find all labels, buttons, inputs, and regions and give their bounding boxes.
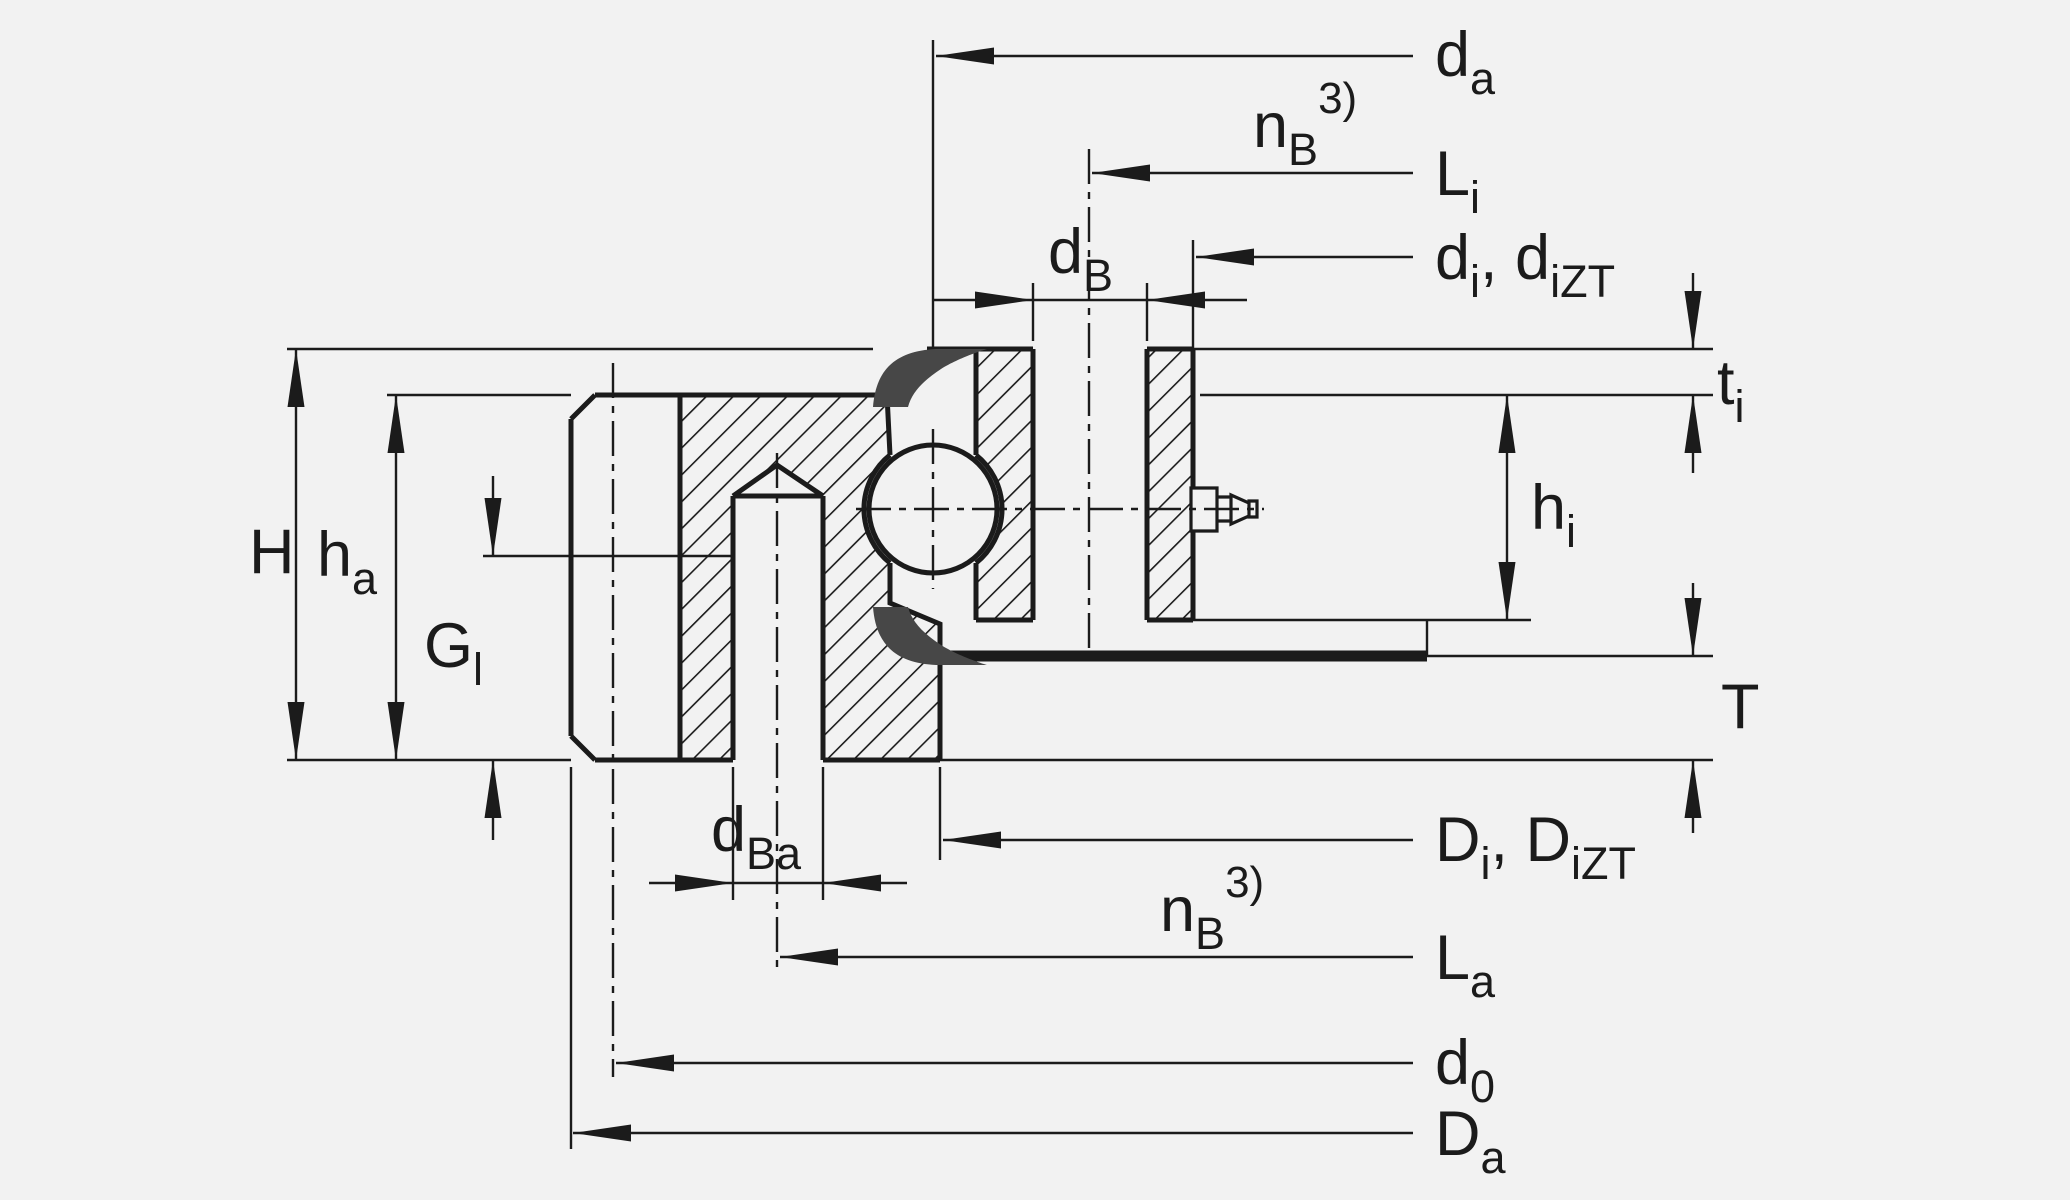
label-da-base: d xyxy=(1435,20,1470,90)
label-Li: Li xyxy=(1435,139,1480,223)
label-La: La xyxy=(1435,923,1496,1007)
label-d0-sub: 0 xyxy=(1470,1061,1495,1112)
label-nB-top-sub: B xyxy=(1288,124,1318,175)
label-nB-bottom-sub: B xyxy=(1195,908,1225,959)
label-di-base: d xyxy=(1435,223,1470,293)
label-Da-sub: a xyxy=(1481,1132,1507,1183)
label-nB-bottom-sup: 3) xyxy=(1225,858,1264,907)
label-dBa-sub: Ba xyxy=(746,828,802,879)
label-nB-top-base: n xyxy=(1253,91,1288,161)
label-diZT-sub: iZT xyxy=(1550,256,1615,307)
label-La-base: L xyxy=(1435,923,1470,993)
seal-bottom xyxy=(873,607,987,665)
label-hi-base: h xyxy=(1531,473,1566,543)
label-Di-DiZT: Di, DiZT xyxy=(1435,805,1636,889)
label-ti-base: t xyxy=(1717,348,1735,418)
label-T-base: T xyxy=(1721,672,1759,742)
label-H: H xyxy=(249,517,295,587)
label-dB: dB xyxy=(1048,217,1113,301)
label-Di-sub: i xyxy=(1481,838,1491,889)
label-dB-base: d xyxy=(1048,217,1083,287)
label-H-base: H xyxy=(249,517,295,587)
label-da-sub: a xyxy=(1470,53,1496,104)
label-T: T xyxy=(1721,672,1759,742)
label-nB-bottom: nB3) xyxy=(1160,858,1264,959)
label-Li-base: L xyxy=(1435,139,1470,209)
label-Da-base: D xyxy=(1435,1099,1481,1169)
label-d0: d0 xyxy=(1435,1028,1495,1112)
label-Gl-base: G xyxy=(424,611,473,681)
label-diZT-base: , d xyxy=(1480,223,1550,293)
label-ha-base: h xyxy=(317,520,352,590)
seals xyxy=(873,349,987,665)
label-da: da xyxy=(1435,20,1496,104)
label-d0-base: d xyxy=(1435,1028,1470,1098)
label-dBa-base: d xyxy=(711,795,746,865)
seal-top xyxy=(873,349,987,407)
label-nB-bottom-base: n xyxy=(1160,875,1195,945)
label-nB-top-sup: 3) xyxy=(1318,74,1357,123)
label-La-sub: a xyxy=(1470,956,1496,1007)
label-hi-sub: i xyxy=(1566,506,1576,557)
center-lines xyxy=(611,149,1264,1077)
label-ti: ti xyxy=(1717,348,1745,432)
label-hi: hi xyxy=(1531,473,1576,557)
label-ti-sub: i xyxy=(1735,381,1745,432)
label-nB-top: nB3) xyxy=(1253,74,1357,175)
label-di-sub: i xyxy=(1470,256,1480,307)
label-DiZT-base: , D xyxy=(1491,805,1572,875)
label-Li-sub: i xyxy=(1470,172,1480,223)
label-Gl: Gl xyxy=(424,611,483,695)
label-dB-sub: B xyxy=(1083,250,1113,301)
label-Gl-sub: l xyxy=(473,644,483,695)
label-ha: ha xyxy=(317,520,378,604)
label-Di-base: D xyxy=(1435,805,1481,875)
label-dBa: dBa xyxy=(711,795,802,879)
label-di-diZT: di, diZT xyxy=(1435,223,1615,307)
extension-lines xyxy=(287,40,1713,1149)
label-Da: Da xyxy=(1435,1099,1507,1183)
label-DiZT-sub: iZT xyxy=(1571,838,1636,889)
label-ha-sub: a xyxy=(352,553,378,604)
dimension-labels: da nB3) Li dB di, diZT ti hi H ha Gl T d… xyxy=(249,20,1759,1183)
